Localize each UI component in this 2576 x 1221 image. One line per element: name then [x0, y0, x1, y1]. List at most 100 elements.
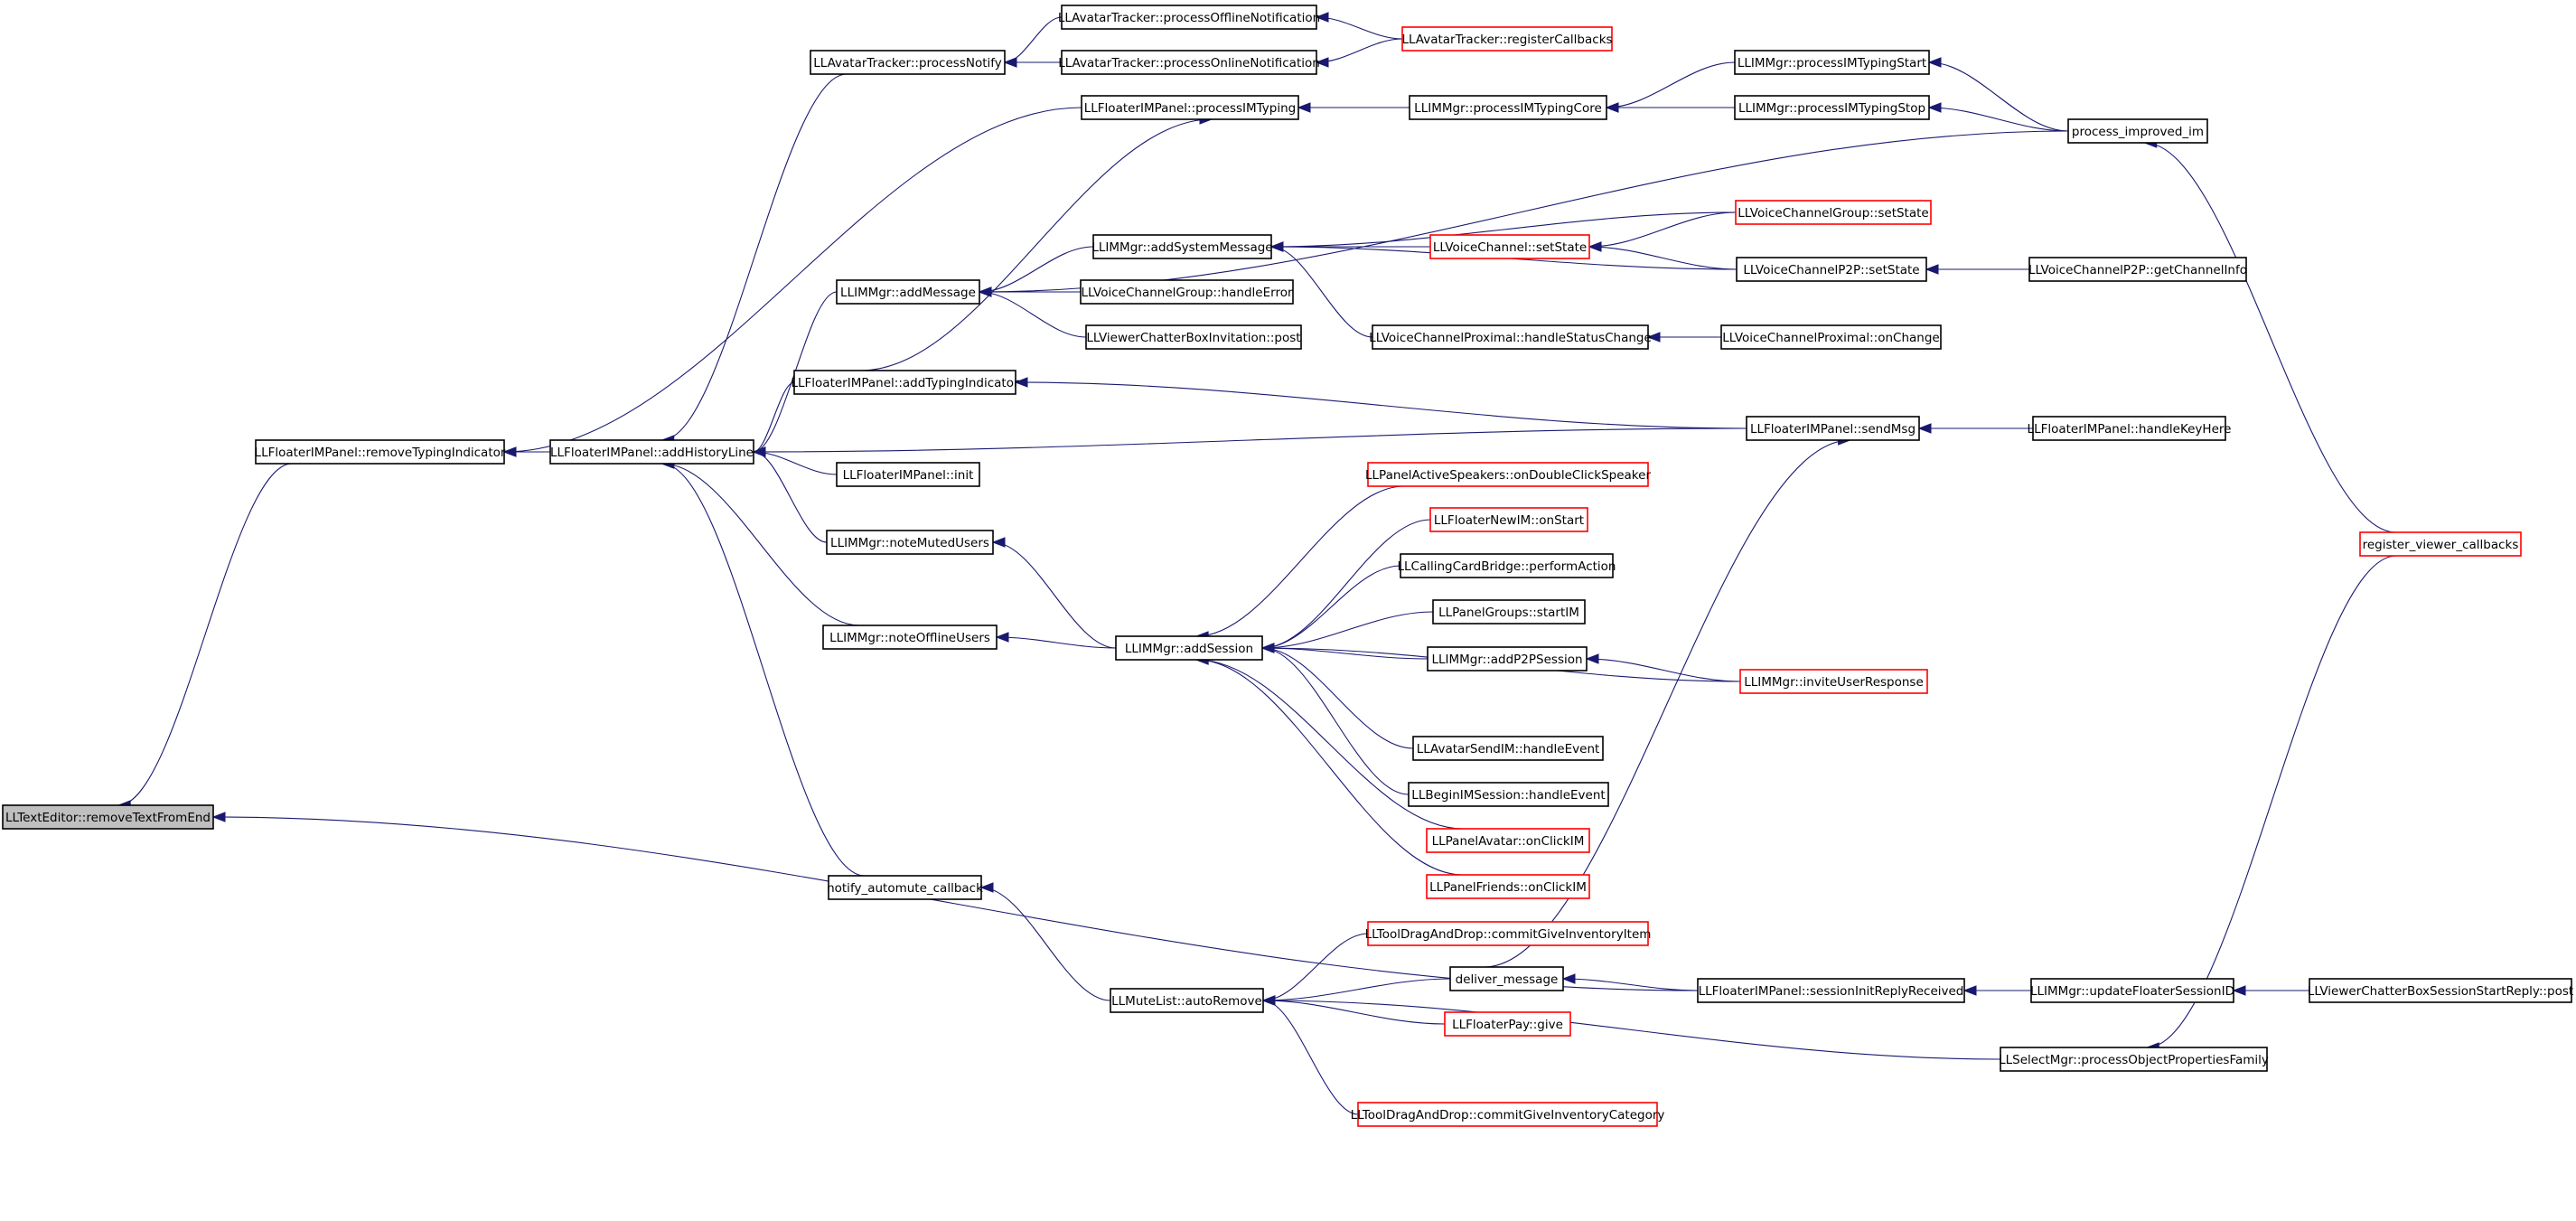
graph-node-box — [826, 530, 994, 555]
graph-node-label: LLFloaterIMPanel::sendMsg — [1750, 422, 1916, 437]
graph-node[interactable]: LLIMMgr::processIMTypingStop — [1734, 95, 1930, 120]
edge-arrowhead — [1297, 102, 1311, 113]
graph-node-box — [1746, 416, 1920, 441]
graph-node[interactable]: LLIMMgr::processIMTypingCore — [1409, 95, 1607, 120]
graph-node[interactable]: LLPanelFriends::onClickIM — [1426, 874, 1590, 899]
graph-node-box — [1061, 5, 1317, 30]
graph-node-label: LLFloaterIMPanel::sessionInitReplyReceiv… — [1699, 984, 1964, 999]
graph-node-box — [822, 625, 998, 650]
graph-node[interactable]: LLFloaterNewIM::onStart — [1429, 507, 1588, 532]
graph-node[interactable]: LLFloaterIMPanel::init — [836, 462, 980, 487]
graph-edge — [1261, 565, 1401, 649]
graph-node[interactable]: LLAvatarTracker::processOnlineNotificati… — [1058, 50, 1320, 75]
graph-node[interactable]: LLFloaterIMPanel::addHistoryLine — [549, 439, 754, 465]
graph-node[interactable]: LLVoiceChannelGroup::handleError — [1080, 279, 1294, 305]
graph-node[interactable]: LLIMMgr::addSession — [1115, 635, 1263, 661]
graph-node[interactable]: LLViewerChatterBoxInvitation::post — [1085, 324, 1302, 350]
graph-node[interactable]: LLSelectMgr::processObjectPropertiesFami… — [1999, 1047, 2269, 1072]
graph-node-label: LLIMMgr::updateFloaterSessionID — [2030, 984, 2234, 999]
graph-node[interactable]: LLAvatarTracker::processNotify — [810, 50, 1006, 75]
graph-node-box — [1061, 50, 1317, 75]
graph-node[interactable]: LLPanelActiveSpeakers::onDoubleClickSpea… — [1365, 462, 1651, 487]
graph-edge — [1262, 933, 1369, 1001]
graph-node[interactable]: LLViewerChatterBoxSessionStartReply::pos… — [2308, 978, 2573, 1003]
graph-node[interactable]: LLVoiceChannelGroup::setState — [1735, 200, 1932, 225]
graph-node-box — [1357, 1102, 1658, 1127]
graph-node[interactable]: LLFloaterIMPanel::processIMTyping — [1081, 95, 1299, 120]
graph-node-label: notify_automute_callback — [827, 881, 983, 896]
graph-node[interactable]: LLCallingCardBridge::performAction — [1398, 553, 1616, 578]
graph-node[interactable]: LLTextEditor::removeTextFromEnd — [2, 804, 214, 830]
graph-edge — [1588, 211, 1737, 248]
graph-node[interactable]: LLMuteList::autoRemove — [1110, 988, 1264, 1013]
graph-node-box — [1449, 966, 1564, 991]
graph-edge — [1270, 211, 1737, 248]
graph-node[interactable]: LLAvatarTracker::registerCallbacks — [1401, 26, 1613, 52]
graph-node[interactable]: LLIMMgr::inviteUserResponse — [1739, 669, 1928, 694]
graph-node[interactable]: process_improved_im — [2067, 118, 2208, 144]
graph-node[interactable]: LLPanelGroups::startIM — [1432, 599, 1586, 625]
graph-node[interactable]: LLIMMgr::addMessage — [836, 279, 980, 305]
graph-node[interactable]: deliver_message — [1449, 966, 1564, 991]
graph-node[interactable]: LLFloaterPay::give — [1444, 1011, 1571, 1037]
graph-node[interactable]: LLVoiceChannelProximal::handleStatusChan… — [1369, 324, 1652, 350]
graph-node[interactable]: LLIMMgr::processIMTypingStart — [1734, 50, 1930, 75]
graph-node[interactable]: LLIMMgr::addSystemMessage — [1091, 234, 1273, 259]
graph-node[interactable]: notify_automute_callback — [827, 875, 983, 900]
graph-node[interactable]: LLAvatarTracker::processOfflineNotificat… — [1058, 5, 1320, 30]
graph-node[interactable]: LLIMMgr::addP2PSession — [1427, 646, 1588, 672]
graph-node[interactable]: LLFloaterIMPanel::removeTypingIndicator — [255, 439, 506, 465]
graph-node-label: LLIMMgr::inviteUserResponse — [1744, 675, 1924, 690]
graph-node[interactable]: LLToolDragAndDrop::commitGiveInventoryIt… — [1365, 921, 1652, 946]
graph-node[interactable]: LLIMMgr::updateFloaterSessionID — [2030, 978, 2234, 1003]
graph-node[interactable]: LLFloaterIMPanel::addTypingIndicator — [791, 370, 1019, 395]
graph-node-box — [1735, 200, 1932, 225]
graph-node-box — [1444, 1011, 1571, 1037]
graph-node[interactable]: LLBeginIMSession::handleEvent — [1408, 782, 1609, 807]
graph-edge — [1261, 519, 1431, 649]
graph-node-label: LLIMMgr::noteMutedUsers — [830, 536, 989, 550]
graph-node-box — [2359, 531, 2522, 557]
graph-node-box — [2030, 978, 2234, 1003]
graph-node-label: LLViewerChatterBoxInvitation::post — [1086, 331, 1300, 345]
graph-node-label: LLVoiceChannelP2P::getChannelInfo — [2028, 263, 2247, 277]
graph-node-label: LLVoiceChannelGroup::setState — [1738, 206, 1928, 221]
graph-node[interactable]: LLVoiceChannelP2P::getChannelInfo — [2028, 257, 2247, 282]
graph-node-label: LLVoiceChannelProximal::onChange — [1722, 331, 1939, 345]
graph-edge — [996, 636, 1117, 649]
graph-node-label: LLCallingCardBridge::performAction — [1398, 559, 1616, 574]
edge-arrowhead — [991, 537, 1006, 548]
graph-node[interactable]: LLVoiceChannel::setState — [1429, 234, 1590, 259]
edge-arrowhead — [1588, 241, 1602, 252]
graph-node[interactable]: LLFloaterIMPanel::sendMsg — [1746, 416, 1920, 441]
graph-node-box — [1367, 921, 1649, 946]
graph-node-box — [1408, 782, 1609, 807]
graph-node-box — [1720, 324, 1942, 350]
graph-node-label: LLPanelActiveSpeakers::onDoubleClickSpea… — [1365, 468, 1651, 483]
graph-node[interactable]: LLIMMgr::noteMutedUsers — [826, 530, 994, 555]
graph-node[interactable]: LLToolDragAndDrop::commitGiveInventoryCa… — [1351, 1102, 1665, 1127]
graph-node-box — [2000, 1047, 2268, 1072]
graph-node[interactable]: LLIMMgr::noteOfflineUsers — [822, 625, 998, 650]
graph-node[interactable]: LLFloaterIMPanel::handleKeyHere — [2028, 416, 2232, 441]
graph-edge — [753, 381, 795, 453]
graph-edge — [979, 291, 1087, 338]
graph-node[interactable]: LLFloaterIMPanel::sessionInitReplyReceiv… — [1697, 978, 1965, 1003]
graph-node-box — [1080, 279, 1294, 305]
graph-edge — [1262, 978, 1451, 1001]
graph-node-label: LLAvatarTracker::processOfflineNotificat… — [1058, 11, 1320, 25]
graph-node[interactable]: LLVoiceChannelProximal::onChange — [1720, 324, 1942, 350]
graph-node-box — [810, 50, 1006, 75]
graph-edge — [992, 541, 1117, 649]
graph-node-box — [1734, 50, 1930, 75]
graph-edge — [1586, 658, 1741, 682]
graph-node[interactable]: LLVoiceChannelP2P::setState — [1736, 257, 1927, 282]
graph-node-label: LLTextEditor::removeTextFromEnd — [5, 811, 211, 825]
graph-node[interactable]: LLAvatarSendIM::handleEvent — [1412, 736, 1604, 761]
graph-node-label: LLPanelGroups::startIM — [1438, 606, 1579, 620]
graph-node[interactable]: LLPanelAvatar::onClickIM — [1426, 828, 1590, 853]
edge-arrowhead — [1585, 653, 1599, 664]
graph-node[interactable]: register_viewer_callbacks — [2359, 531, 2522, 557]
call-graph-edges — [117, 12, 2397, 1115]
graph-edge — [503, 107, 1082, 453]
